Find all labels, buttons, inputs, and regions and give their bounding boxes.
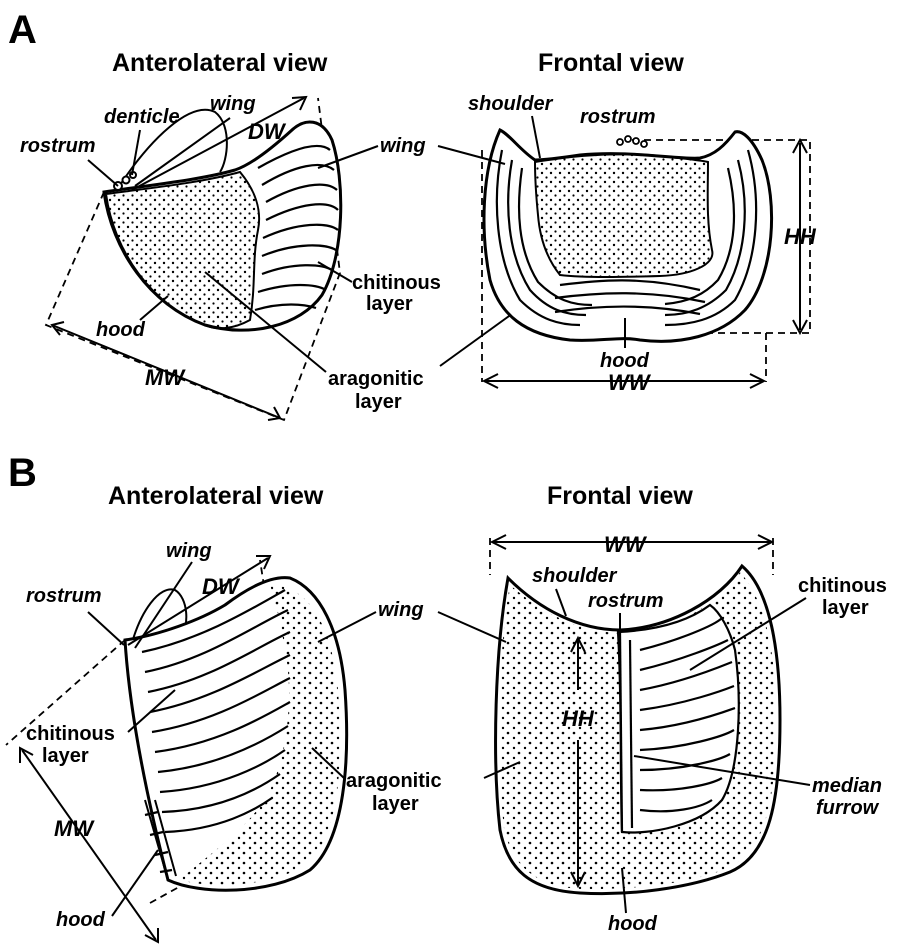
label-a-hh: HH [784,224,817,249]
label-a-denticle: denticle [104,106,180,128]
panel-b-anterolateral-title: Anterolateral view [108,482,324,510]
panel-a-frontal-title: Frontal view [538,49,684,77]
label-b-frontal-rostrum: rostrum [588,590,664,612]
panel-letter-b: B [8,451,37,495]
label-a-frontal-hood: hood [600,350,650,372]
label-b-aragonitic-2: layer [372,793,419,815]
label-a-frontal-rostrum: rostrum [580,106,656,128]
label-b-shoulder: shoulder [532,565,618,587]
label-a-aragonitic-2: layer [355,391,402,413]
label-b-chitinous-1: chitinous [26,723,115,745]
panel-letter-a: A [8,8,37,52]
label-a-dw: DW [248,119,287,144]
label-b-hh: HH [562,706,595,731]
label-b-wing-top: wing [166,540,212,562]
label-a-aragonitic-1: aragonitic [328,368,424,390]
label-b-median-2: furrow [816,797,880,819]
label-b-frontal-chitinous-1: chitinous [798,575,887,597]
panel-a-anterolateral-title: Anterolateral view [112,49,328,77]
label-b-wing-right: wing [378,599,424,621]
label-a-chitinous-2: layer [366,293,413,315]
label-a-wing-right: wing [380,135,426,157]
panel-b-frontal-title: Frontal view [547,482,693,510]
label-b-chitinous-2: layer [42,745,89,767]
label-b-rostrum: rostrum [26,585,102,607]
label-a-rostrum: rostrum [20,135,96,157]
label-a-mw: MW [145,365,186,390]
label-b-hood: hood [56,909,106,931]
label-a-shoulder: shoulder [468,93,554,115]
label-a-hood: hood [96,319,146,341]
label-b-aragonitic-1: aragonitic [346,770,442,792]
label-a-chitinous-1: chitinous [352,272,441,294]
label-b-frontal-hood: hood [608,913,658,935]
label-b-mw: MW [54,816,95,841]
label-b-median-1: median [812,775,882,797]
label-a-wing-top: wing [210,93,256,115]
label-a-ww: WW [608,370,652,395]
label-b-frontal-chitinous-2: layer [822,597,869,619]
panel-a-frontal-jaw [482,130,810,382]
label-b-ww: WW [604,532,648,557]
